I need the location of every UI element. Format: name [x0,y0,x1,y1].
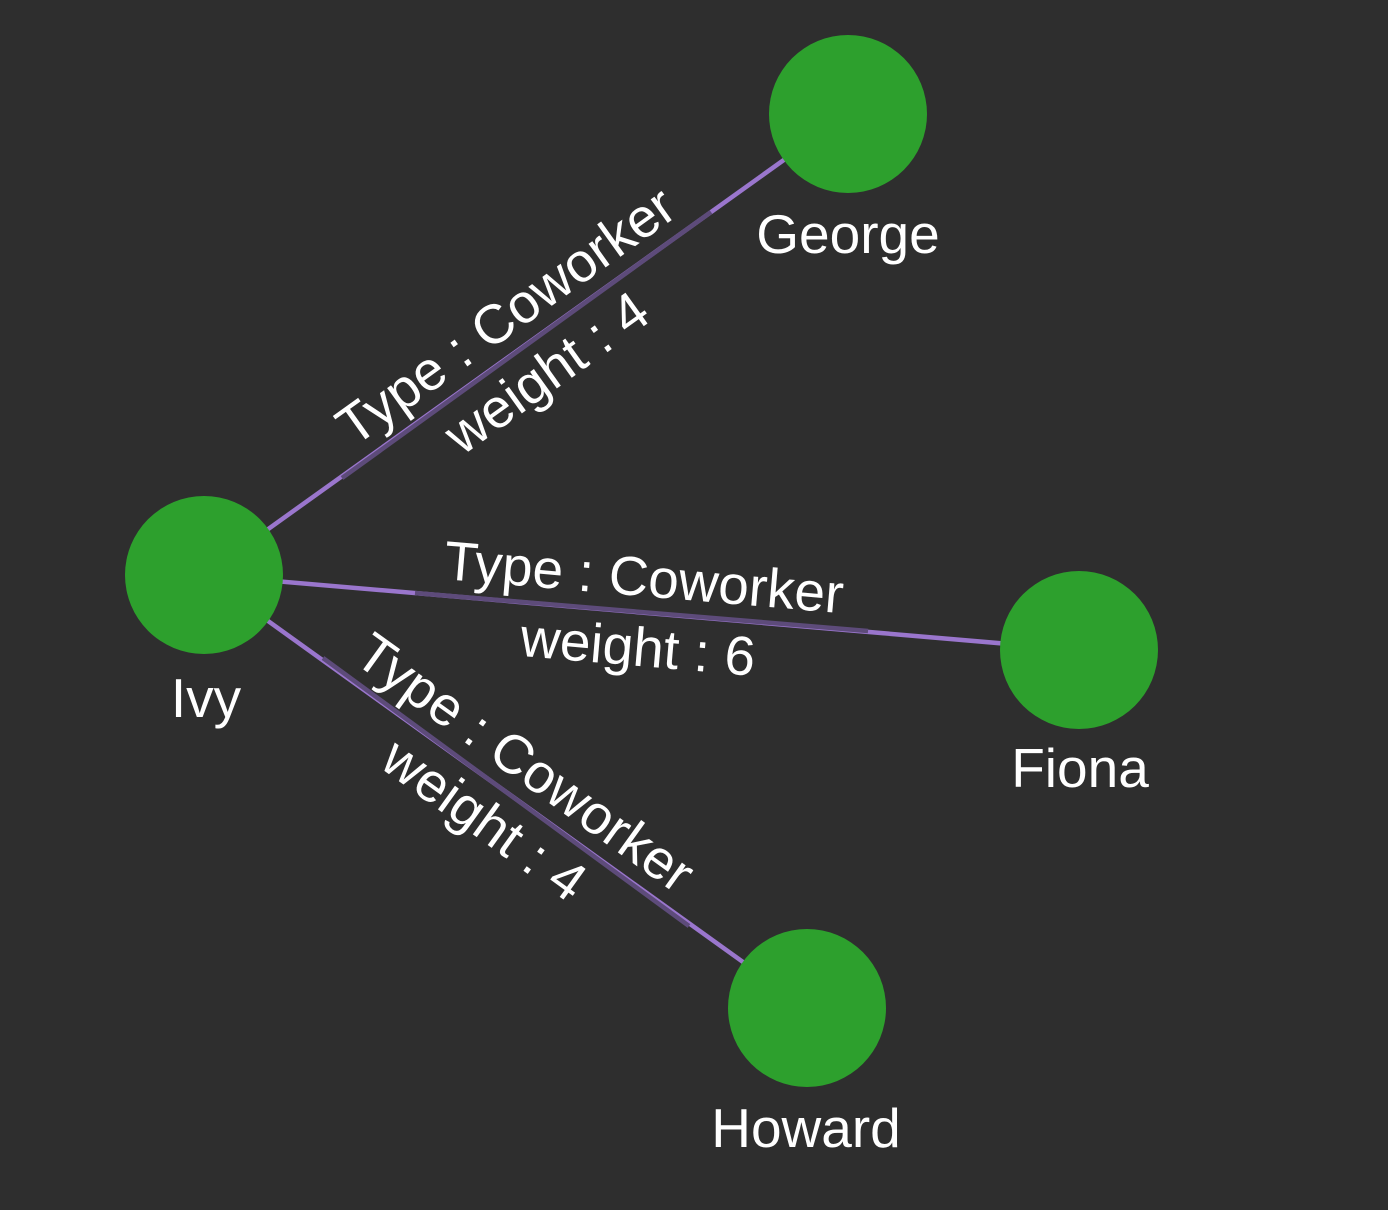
edge-line-muted-segment [340,210,713,480]
node-howard[interactable] [728,929,886,1087]
edge-line-muted-segment [321,656,691,928]
node-label-fiona: Fiona [1011,737,1149,799]
edge-line-muted-segment [414,590,869,634]
node-george[interactable] [769,35,927,193]
node-label-george: George [756,203,940,265]
node-ivy[interactable] [125,496,283,654]
node-label-howard: Howard [711,1097,901,1159]
node-fiona[interactable] [1000,571,1158,729]
node-label-ivy: Ivy [170,667,242,729]
